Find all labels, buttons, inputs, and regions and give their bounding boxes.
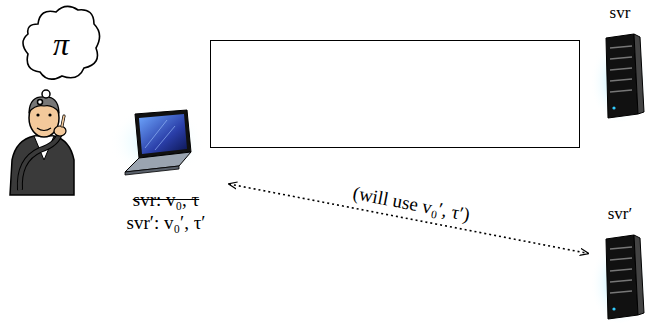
laptop-icon [105, 100, 205, 180]
person-figure [10, 97, 74, 195]
server-icon [590, 229, 650, 323]
empty-box [211, 41, 580, 148]
struck-key: svr: v₀, τ [105, 188, 227, 211]
server-node: svr′ [590, 203, 650, 323]
thought-dot [38, 100, 43, 105]
server-node: svr [590, 2, 650, 122]
thought-dot [42, 90, 50, 98]
laptop-node: svr: v₀, τsvr′: v₀′, τ′ [105, 100, 227, 240]
pi-symbol: π [53, 26, 69, 63]
edge-label: (will use v₀′, τ′) [348, 181, 475, 226]
server-label: svr [590, 2, 650, 24]
server-label: svr′ [590, 203, 650, 225]
key-entry: svr′: v₀′, τ′ [105, 211, 227, 234]
server-icon [590, 28, 650, 122]
thought-bubble: π [18, 2, 104, 86]
